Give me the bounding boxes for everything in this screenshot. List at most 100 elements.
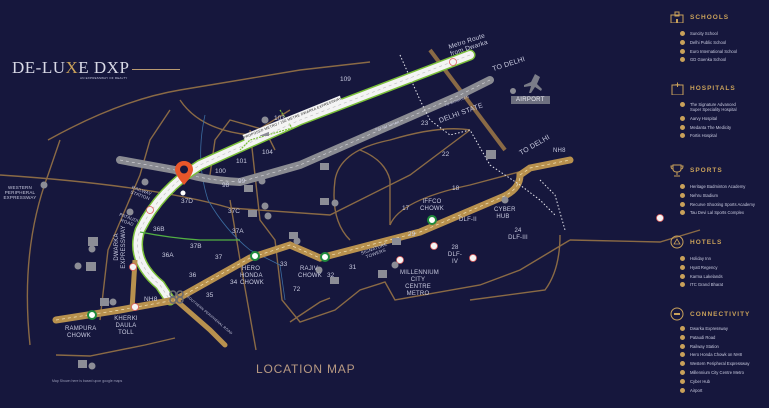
page-title: LOCATION MAP — [256, 362, 356, 376]
legend-section-schools: SCHOOLS Suncity School Delhi Public Scho… — [670, 9, 769, 66]
green-link — [139, 231, 240, 241]
legend-item-label: Hero Honda Chowk on NH8 — [690, 352, 742, 358]
brand-name-x: X — [65, 58, 79, 77]
sector-label: 36 — [189, 272, 197, 279]
legend-section-hotels: HOTELS Holiday Inn Hyatt Regency Karma L… — [670, 234, 769, 291]
sector-label: 98 — [222, 182, 230, 189]
bullet-icon — [680, 192, 685, 198]
bullet-icon — [680, 256, 685, 261]
cloverleaf-interchange — [169, 290, 184, 304]
legend-item: Recurve Shooting Sports Academy — [680, 201, 769, 207]
legend-title-hotels: HOTELS — [690, 238, 723, 246]
legend-item-label: Karma Lakelands — [690, 273, 723, 279]
southern-peripheral-road — [175, 299, 228, 348]
legend-title-hospitals: HOSPITALS — [690, 84, 736, 92]
school-building-icon — [670, 10, 684, 24]
road-badge-icon — [670, 307, 684, 321]
sector-label: 36A — [162, 252, 174, 259]
legend-item-label: Heritage Badminton Academy — [690, 184, 746, 189]
legend-title-connectivity: CONNECTIVITY — [690, 310, 751, 318]
label-dwarka-expressway: DWARKA EXPRESSWAY — [114, 225, 127, 269]
sector-label: 23 — [421, 120, 429, 127]
airport-badge: AIRPORT — [511, 96, 550, 104]
bullet-icon — [680, 184, 685, 189]
legend-item-label: Nehru Stadium — [690, 192, 718, 198]
legend-item-label: GD Goenka School — [690, 57, 727, 63]
legend-item: Medanta The Medicity — [680, 124, 769, 130]
legend-item-label: Holiday Inn — [690, 256, 711, 261]
legend-item-label: Recurve Shooting Sports Academy — [690, 201, 755, 207]
legend-item-label: Hyatt Regency — [690, 264, 718, 270]
sector-label: 35 — [206, 292, 214, 299]
bullet-icon — [680, 48, 685, 54]
legend-item-label: Airport — [690, 387, 703, 393]
bullet-icon — [680, 102, 685, 107]
legend-section-hospitals: HOSPITALS The Signature Advanced Super S… — [670, 80, 769, 142]
bullet-icon — [680, 369, 685, 375]
label-dlf-iv: 28 DLF-IV — [447, 245, 463, 265]
sector-label: 100 — [215, 168, 226, 175]
bullet-icon — [680, 361, 685, 367]
legend-item: Heritage Badminton Academy — [680, 184, 769, 189]
legend-item-label: Dwarka Expressway — [690, 326, 728, 331]
legend-item: Karma Lakelands — [680, 273, 769, 279]
label-hero-honda-chowk: HERO HONDA CHOWK — [240, 266, 264, 286]
legend-item-label: Aarvy Hospital — [690, 115, 717, 121]
sector-label: 37 — [215, 254, 223, 261]
creek-line — [200, 114, 286, 301]
legend-section-connectivity: CONNECTIVITY Dwarka Expressway Pataudi R… — [670, 306, 769, 396]
sector-label: 37A — [232, 228, 244, 235]
legend-item-label: Tau Devi Lal Sports Complex — [690, 210, 744, 216]
sector-label: 101 — [236, 158, 247, 165]
sector-label: 103 — [274, 115, 285, 122]
label-cyber-hub: CYBER HUB — [494, 207, 516, 220]
legend-item: Fortis Hospital — [680, 133, 769, 139]
bullet-icon — [680, 39, 685, 45]
legend-item: Delhi Public School — [680, 39, 769, 45]
sector-label: 99 — [238, 178, 246, 185]
legend-item: Euro International School — [680, 48, 769, 54]
brand-name-part2: E DXP — [78, 58, 130, 77]
sector-label: 109 — [340, 76, 351, 83]
metro-station-markers — [129, 58, 664, 311]
sector-label: 17 — [402, 205, 410, 212]
map-footnote: Map Shown here is based upon google maps — [52, 379, 123, 383]
location-pin-icon[interactable] — [174, 160, 194, 186]
legend-item-label: Delhi Public School — [690, 39, 727, 45]
legend-item: The Signature Advanced Super Speciality … — [680, 102, 769, 112]
legend-item-label: Fortis Hospital — [690, 133, 717, 139]
brand-logo: DE-LUXE DXP — [12, 58, 129, 78]
label-dlf-iii: 24 DLF-III — [508, 228, 528, 241]
legend-section-sports: SPORTS Heritage Badminton Academy Nehru … — [670, 162, 769, 219]
legend-item: Aarvy Hospital — [680, 115, 769, 121]
label-rampura-chowk: RAMPURA CHOWK — [65, 326, 97, 339]
logo-divider — [132, 69, 180, 70]
legend-item: Suncity School — [680, 31, 769, 36]
sector-label: 18 — [452, 185, 460, 192]
bullet-icon — [680, 57, 685, 63]
bullet-icon — [680, 273, 685, 279]
delhi-state-border — [399, 54, 556, 216]
legend-item: Dwarka Expressway — [680, 326, 769, 331]
sector-label: 34 — [230, 279, 238, 286]
legend-item: Cyber Hub — [680, 378, 769, 384]
label-kherki-daula-toll: KHERKI DAULA TOLL — [114, 316, 138, 336]
sector-label: 37C — [228, 208, 240, 215]
brand-tagline: AN EXPRESSWAY OF REALTY — [80, 76, 128, 80]
sector-label: 31 — [349, 264, 357, 271]
sector-label: 36B — [153, 226, 165, 233]
bullet-icon — [680, 387, 685, 393]
bullet-icon — [680, 31, 685, 36]
legend-title-sports: SPORTS — [690, 166, 723, 174]
label-dlf-ii: DLF-II — [459, 217, 477, 223]
bullet-icon — [680, 282, 685, 288]
legend-item-label: Millennium City Centre Metro — [690, 369, 744, 375]
sector-label: 104 — [262, 149, 273, 156]
delhi-state-border-2 — [539, 179, 566, 231]
legend-item: Airport — [680, 387, 769, 393]
bullet-icon — [680, 378, 685, 384]
legend-item-label: ITC Grand Bharat — [690, 282, 724, 288]
label-iffco-chowk: IFFCO CHOWK — [420, 199, 444, 212]
bullet-icon — [680, 133, 685, 139]
legend-item: GD Goenka School — [680, 57, 769, 63]
